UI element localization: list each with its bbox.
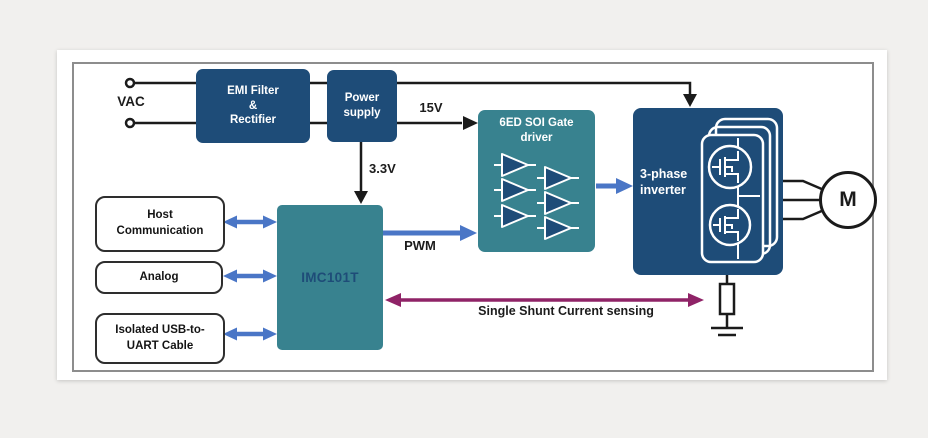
motor-label: M	[839, 188, 857, 211]
power-supply-line1: Power	[344, 92, 380, 105]
emi-filter-line2: &	[248, 99, 258, 112]
motor-icon: M	[819, 171, 877, 229]
power-supply-block: Power supply	[327, 70, 397, 142]
gate-driver-block: 6ED SOI Gate driver	[478, 110, 595, 252]
host-communication-box: Host Communication	[95, 196, 225, 252]
imc101t-block: IMC101T	[277, 205, 383, 350]
amplifier-triangles-icon	[494, 153, 579, 240]
motor-phase-lines	[783, 179, 825, 221]
emi-filter-line3: Rectifier	[229, 114, 277, 127]
usb-line1: Isolated USB-to-	[115, 323, 205, 336]
mosfet-stack-icon	[700, 117, 779, 264]
imc101t-title: IMC101T	[301, 269, 359, 285]
pwm-arrow	[383, 225, 477, 241]
driver-to-inverter-arrow	[596, 178, 633, 194]
emi-filter-block: EMI Filter & Rectifier	[196, 69, 310, 143]
current-sense-arrow	[385, 293, 704, 307]
black-arrowheads	[354, 94, 697, 204]
inverter-block: 3-phase inverter	[633, 108, 783, 275]
pwm-label: PWM	[404, 238, 436, 253]
diagram-frame	[72, 62, 874, 372]
power-supply-line2: supply	[343, 107, 381, 119]
host-line1: Host	[147, 209, 173, 222]
label-3v3: 3.3V	[369, 161, 396, 176]
usb-uart-arrow	[223, 327, 277, 341]
analog-label: Analog	[139, 270, 179, 283]
host-comm-arrow	[223, 215, 277, 229]
vac-label: VAC	[117, 94, 145, 109]
arrow-3v3	[354, 191, 368, 204]
analog-box: Analog	[95, 261, 223, 294]
emi-filter-line1: EMI Filter	[227, 84, 279, 97]
label-15v: 15V	[419, 100, 443, 115]
host-line2: Communication	[116, 225, 204, 237]
ground-icon	[711, 326, 743, 337]
gate-driver-title: 6ED SOI Gate driver	[499, 117, 574, 144]
arrow-into-inverter	[683, 94, 697, 107]
usb-uart-box: Isolated USB-to- UART Cable	[95, 313, 225, 364]
usb-line2: UART Cable	[126, 339, 194, 352]
inverter-title: 3-phase inverter	[640, 167, 688, 198]
arrow-15v	[463, 116, 478, 130]
analog-arrow	[223, 269, 277, 283]
shunt-resistor-icon	[718, 275, 736, 328]
current-sense-label: Single Shunt Current sensing	[478, 304, 654, 318]
